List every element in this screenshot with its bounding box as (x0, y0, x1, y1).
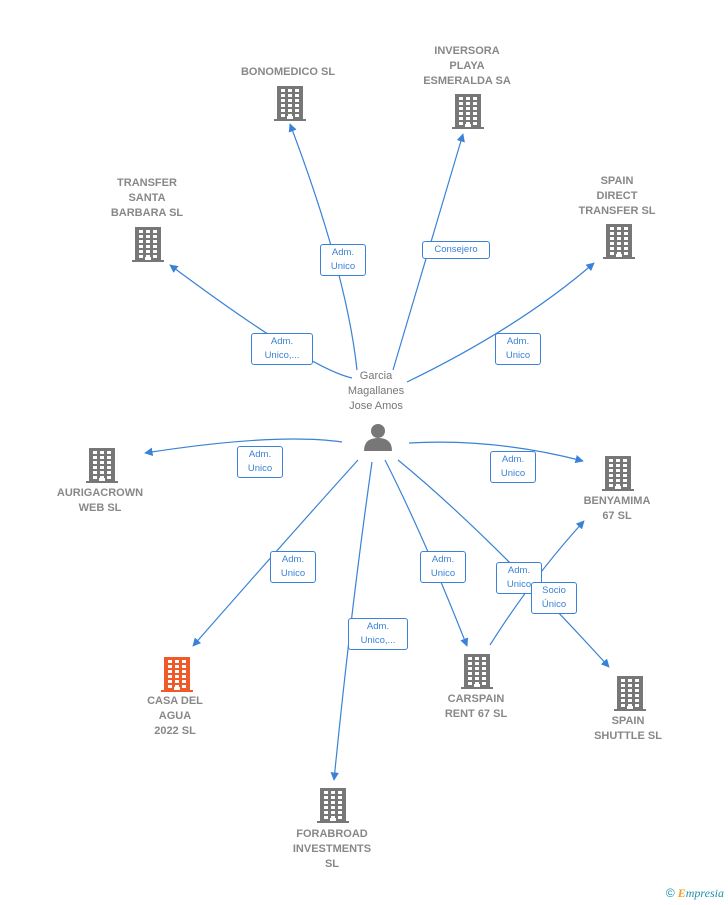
building-icon-bonomedico[interactable] (274, 86, 306, 121)
building-icon-casa_del_agua[interactable] (161, 657, 193, 692)
company-name-benyamima[interactable]: BENYAMIMA 67 SL (583, 495, 651, 522)
building-icon-forabroad[interactable] (317, 788, 349, 823)
building-icon-transfer_santa[interactable] (132, 227, 164, 262)
edge-label-inversora[interactable]: Consejero (422, 241, 490, 259)
edge-center-forabroad (330, 461, 373, 781)
company-name-spain_shuttle[interactable]: SPAIN SHUTTLE SL (594, 715, 662, 742)
edge-label-transfer_santa[interactable]: Adm. Unico,... (251, 333, 313, 365)
edge-label-carspain[interactable]: Adm. Unico (420, 551, 466, 583)
edge-label-casa_del_agua[interactable]: Adm. Unico (270, 551, 316, 583)
edge-center-benyamima (408, 441, 584, 464)
edge-center-carspain (384, 459, 469, 647)
company-name-casa_del_agua[interactable]: CASA DEL AGUA 2022 SL (147, 694, 203, 737)
building-icon-inversora[interactable] (452, 94, 484, 129)
company-name-spain_direct[interactable]: SPAIN DIRECT TRANSFER SL (578, 174, 656, 217)
edge-center-aurigacrown (144, 438, 343, 456)
edge-label-benyamima[interactable]: Adm. Unico (490, 451, 536, 483)
edge-label-bonomedico[interactable]: Adm. Unico (320, 244, 366, 276)
empresia-logo[interactable]: ©Empresia (665, 886, 724, 900)
company-name-transfer_santa[interactable]: TRANSFER SANTA BARBARA SL (110, 176, 184, 219)
building-icon-spain_direct[interactable] (603, 224, 635, 259)
building-icon-aurigacrown[interactable] (86, 448, 118, 483)
building-icon-carspain[interactable] (461, 654, 493, 689)
edge-label-spain_direct[interactable]: Adm. Unico (495, 333, 541, 365)
company-name-aurigacrown[interactable]: AURIGACROWN WEB SL (56, 487, 144, 514)
edge-label-aurigacrown[interactable]: Adm. Unico (237, 446, 283, 478)
edge-center-spain_direct (406, 262, 595, 383)
edge-center-spain_shuttle (397, 459, 610, 668)
edge-label-benyamima[interactable]: Socio Único (531, 582, 577, 614)
edge-label-forabroad[interactable]: Adm. Unico,... (348, 618, 408, 650)
company-name-forabroad[interactable]: FORABROAD INVESTMENTS SL (292, 827, 372, 870)
person-name: Garcia Magallanes Jose Amos (347, 370, 405, 412)
edge-center-casa_del_agua (192, 459, 359, 647)
building-icon-spain_shuttle[interactable] (614, 676, 646, 711)
company-name-carspain[interactable]: CARSPAIN RENT 67 SL (444, 693, 508, 720)
building-icon-benyamima[interactable] (602, 456, 634, 491)
copyright-icon: © (665, 886, 675, 900)
company-name-bonomedico[interactable]: BONOMEDICO SL (240, 65, 336, 78)
company-name-inversora[interactable]: INVERSORA PLAYA ESMERALDA SA (423, 44, 511, 87)
person-icon[interactable] (364, 424, 392, 451)
